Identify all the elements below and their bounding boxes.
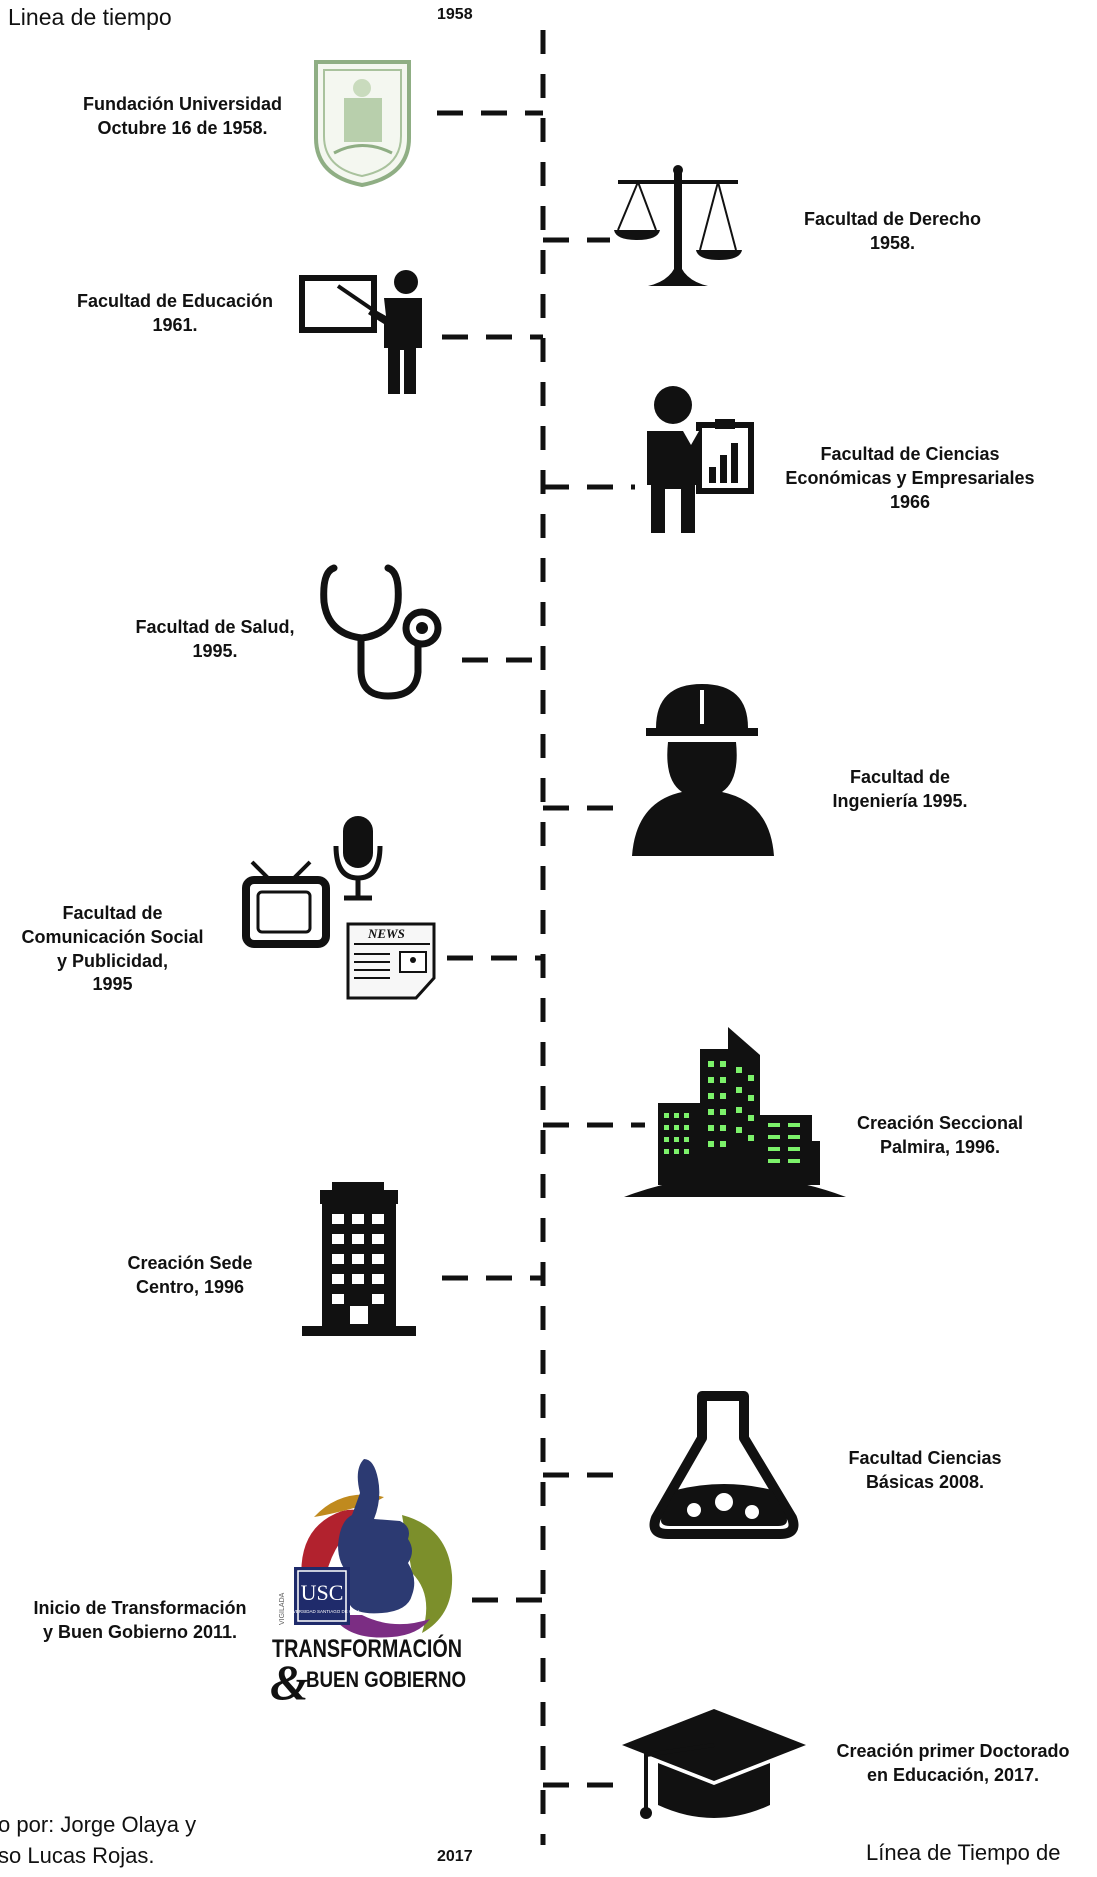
logo-line1-text: TRANSFORMACIÓN (272, 1633, 462, 1663)
usc-transformation-logo-icon: USC UNIVERSIDAD SANTIAGO DE CALI VIGILAD… (270, 1459, 466, 1710)
logo-ampersand-text: & (270, 1654, 309, 1710)
timeline-title: Linea de tiempo (8, 4, 172, 30)
businessman-chart-icon (647, 386, 754, 533)
event-label-4: Facultad de Ciencias Económicas y Empres… (785, 444, 1035, 512)
event-label-2: Facultad de Derecho 1958. (803, 209, 982, 253)
news-label: NEWS (367, 926, 405, 941)
stethoscope-icon (320, 564, 442, 700)
event-label-5: Facultad de Salud, 1995. (135, 617, 295, 661)
event-label-3: Facultad de Educación 1961. (76, 291, 274, 335)
start-year-label: 1958 (437, 6, 473, 23)
event-label-12: Creación primer Doctorado en Educación, … (836, 1741, 1070, 1785)
media-tv-mic-news-icon: NEWS (242, 816, 436, 1000)
usc-logo-text: USC (301, 1580, 344, 1605)
university-seal-icon (314, 60, 411, 188)
event-label-7: Facultad de Comunicación Social y Public… (21, 903, 204, 995)
teacher-at-board-icon (299, 270, 422, 394)
usc-logo-subtext: UNIVERSIDAD SANTIAGO DE CALI (285, 1609, 359, 1614)
author-credit-line-2: so Lucas Rojas. (0, 1843, 155, 1868)
vigilada-text: VIGILADA (279, 1592, 286, 1625)
event-label-6: Facultad de Ingeniería 1995. (832, 767, 968, 811)
footer-caption: Línea de Tiempo de (866, 1840, 1061, 1865)
city-buildings-icon (624, 1027, 846, 1197)
event-label-10: Facultad Ciencias Básicas 2008. (848, 1448, 1002, 1492)
end-year-label: 2017 (437, 1848, 473, 1865)
author-credit-line-1: o por: Jorge Olaya y (0, 1812, 197, 1837)
event-label-1: Fundación Universidad Octubre 16 de 1958… (82, 94, 283, 138)
lab-flask-icon (649, 1391, 799, 1539)
engineer-helmet-icon (632, 684, 774, 856)
logo-line2-text: BUEN GOBIERNO (306, 1667, 466, 1692)
event-label-8: Creación Seccional Palmira, 1996. (856, 1113, 1024, 1157)
event-label-11: Inicio de Transformación y Buen Gobierno… (33, 1598, 247, 1642)
graduation-cap-icon (622, 1709, 806, 1819)
scales-of-justice-icon (614, 165, 742, 286)
office-building-icon (302, 1182, 416, 1336)
event-label-9: Creación Sede Centro, 1996 (127, 1253, 253, 1297)
